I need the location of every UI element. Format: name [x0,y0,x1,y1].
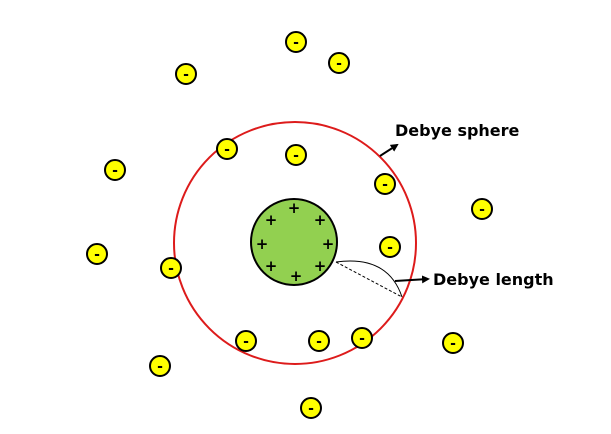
debye-length-dashed-line [335,261,403,298]
negative-ion: - [285,144,307,166]
negative-ion-circle [235,330,257,352]
minus-sign: - [387,240,393,256]
negative-ion: - [379,236,401,258]
negative-ion-circle [86,243,108,265]
debye-sphere-label: Debye sphere [395,121,520,140]
plus-sign: + [314,211,327,229]
negative-ion: - [216,138,238,160]
minus-sign: - [168,261,174,277]
negative-ion-circle [374,173,396,195]
negative-ion-circle [351,327,373,349]
negative-ion-circle [328,52,350,74]
negative-ion: - [175,63,197,85]
minus-sign: - [308,401,314,417]
negative-ion-circle [379,236,401,258]
debye-sphere-arrow [379,143,399,157]
negative-ion-circle [471,198,493,220]
minus-sign: - [293,148,299,164]
minus-sign: - [224,142,230,158]
minus-sign: - [94,247,100,263]
debye-sphere [173,121,417,365]
negative-ion: - [308,330,330,352]
minus-sign: - [112,163,118,179]
plus-sign: + [290,267,303,285]
minus-sign: - [479,202,485,218]
negative-ion-circle [104,159,126,181]
negative-ions: - - - - - - - - - - - - - - - - - [86,31,493,419]
negative-ion-circle [216,138,238,160]
plus-sign: + [322,235,335,253]
negative-ion: - [442,332,464,354]
negative-ion: - [235,330,257,352]
negative-ion-circle [160,257,182,279]
minus-sign: - [450,336,456,352]
plus-sign: + [314,257,327,275]
minus-sign: - [183,67,189,83]
minus-sign: - [316,334,322,350]
debye-length-arrow [394,275,430,284]
negative-ion-circle [285,31,307,53]
negative-ion: - [374,173,396,195]
negative-ion: - [285,31,307,53]
positive-charges: + + + + + + + + [256,199,335,285]
negative-ion-circle [149,355,171,377]
plus-sign: + [265,257,278,275]
negative-ion-circle [300,397,322,419]
plus-sign: + [256,235,269,253]
negative-ion: - [300,397,322,419]
plus-sign: + [265,211,278,229]
negative-ion: - [104,159,126,181]
negative-ion-circle [442,332,464,354]
negative-ion-circle [308,330,330,352]
negative-ion: - [351,327,373,349]
negative-ion-circle [175,63,197,85]
minus-sign: - [336,56,342,72]
negative-ion: - [160,257,182,279]
negative-ion: - [86,243,108,265]
negative-ion: - [328,52,350,74]
minus-sign: - [382,177,388,193]
minus-sign: - [157,359,163,375]
debye-length-label: Debye length [433,270,554,289]
positive-nucleus [250,198,338,286]
minus-sign: - [359,331,365,347]
plus-sign: + [288,199,301,217]
minus-sign: - [293,35,299,51]
negative-ion-circle [285,144,307,166]
negative-ion: - [471,198,493,220]
minus-sign: - [243,334,249,350]
debye-length-arc [335,260,403,298]
negative-ion: - [149,355,171,377]
